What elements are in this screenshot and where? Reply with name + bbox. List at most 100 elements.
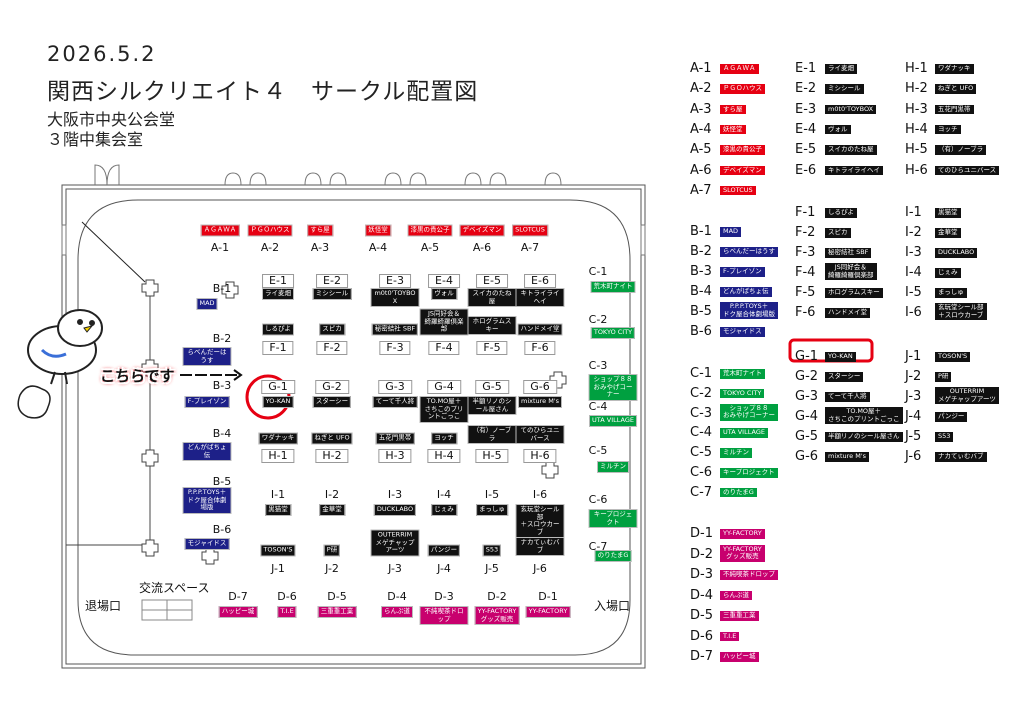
booth-label[interactable]: D-1 <box>538 590 558 603</box>
booth-label[interactable]: C-5 <box>588 444 608 457</box>
booth-label[interactable]: J-4 <box>437 562 451 575</box>
booth-circle-name[interactable]: YY-FACTORY <box>525 606 571 618</box>
booth-circle-name[interactable]: S53 <box>482 544 502 556</box>
booth-circle-name[interactable]: らんぷ道 <box>381 606 413 618</box>
booth-circle-name[interactable]: mixture M's <box>517 396 563 408</box>
booth-circle-name[interactable]: スイカのたね屋 <box>467 288 517 307</box>
booth-circle-name[interactable]: じぇみ <box>431 504 457 516</box>
booth-label[interactable]: H-2 <box>315 449 349 463</box>
booth-label[interactable]: I-1 <box>270 488 286 501</box>
booth-circle-name[interactable]: ヨッチ <box>431 432 457 444</box>
booth-label[interactable]: C-2 <box>588 313 608 326</box>
booth-label[interactable]: D-3 <box>434 590 454 603</box>
booth-label[interactable]: I-5 <box>484 488 500 501</box>
booth-label[interactable]: E-1 <box>262 274 294 288</box>
booth-circle-name[interactable]: 秘密結社 SBF <box>371 323 419 335</box>
booth-circle-name[interactable]: 荒木町ナイト <box>590 281 636 293</box>
booth-label[interactable]: D-2 <box>487 590 507 603</box>
booth-circle-name[interactable]: ハッピー城 <box>218 606 258 618</box>
booth-label[interactable]: C-4 <box>588 400 608 413</box>
booth-circle-name[interactable]: どんがばちょ伝 <box>182 442 232 461</box>
booth-label[interactable]: J-6 <box>533 562 547 575</box>
booth-label[interactable]: A-2 <box>260 241 280 254</box>
booth-circle-name[interactable]: ねぎと UFO <box>311 432 353 444</box>
booth-circle-name[interactable]: 黒猫堂 <box>265 504 291 516</box>
booth-label[interactable]: F-6 <box>524 341 556 355</box>
booth-label[interactable]: B-3 <box>212 379 232 392</box>
booth-circle-name[interactable]: ミシシール <box>312 288 352 300</box>
booth-label[interactable]: G-3 <box>378 380 412 394</box>
booth-label[interactable]: B-2 <box>212 332 232 345</box>
booth-label[interactable]: J-5 <box>485 562 499 575</box>
booth-label[interactable]: I-2 <box>324 488 340 501</box>
booth-circle-name[interactable]: m0t0'TOYBOX <box>370 288 420 307</box>
booth-label[interactable]: D-4 <box>387 590 407 603</box>
booth-label[interactable]: E-3 <box>379 274 411 288</box>
booth-circle-name[interactable]: ナカてぃむバブ <box>515 537 565 556</box>
booth-circle-name[interactable]: ワダナッキ <box>258 432 298 444</box>
booth-circle-name[interactable]: OUTERRIM メゲチャップアーツ <box>370 529 420 556</box>
booth-circle-name[interactable]: TO.MO屋＋ さちこのプリントごっこ <box>419 396 469 423</box>
booth-label[interactable]: H-5 <box>475 449 509 463</box>
booth-circle-name[interactable]: TOSON'S <box>260 544 296 556</box>
booth-circle-name[interactable]: F-プレイゾン <box>184 396 230 408</box>
booth-label[interactable]: E-5 <box>476 274 508 288</box>
booth-circle-name[interactable]: キープロジェクト <box>588 509 638 528</box>
booth-label[interactable]: J-2 <box>325 562 339 575</box>
booth-label[interactable]: C-6 <box>588 493 608 506</box>
booth-label[interactable]: F-1 <box>262 341 294 355</box>
booth-label[interactable]: D-7 <box>228 590 248 603</box>
booth-label[interactable]: H-6 <box>523 449 557 463</box>
booth-circle-name[interactable]: モジャイドス <box>184 538 230 550</box>
booth-circle-name[interactable]: ＰＧＯハウス <box>247 224 293 236</box>
booth-label[interactable]: C-7 <box>588 540 608 553</box>
booth-label[interactable]: A-7 <box>520 241 540 254</box>
booth-circle-name[interactable]: ホログラムスキー <box>467 316 517 335</box>
booth-circle-name[interactable]: ハンドメイ堂 <box>517 323 563 335</box>
booth-label[interactable]: E-6 <box>524 274 556 288</box>
booth-label[interactable]: A-3 <box>310 241 330 254</box>
booth-circle-name[interactable]: 玄玩堂シール部 ＋スロウカーブ <box>515 504 565 538</box>
booth-label[interactable]: B-4 <box>212 427 232 440</box>
booth-label[interactable]: A-6 <box>472 241 492 254</box>
booth-label[interactable]: B-5 <box>212 475 232 488</box>
booth-label[interactable]: F-5 <box>476 341 508 355</box>
booth-circle-name[interactable]: しるぴよ <box>262 323 294 335</box>
booth-circle-name[interactable]: P研 <box>323 544 341 556</box>
booth-circle-name[interactable]: 五花門黒帯 <box>375 432 415 444</box>
booth-circle-name[interactable]: パンジー <box>427 544 461 556</box>
booth-circle-name[interactable]: 漆黒の貴公子 <box>407 224 453 236</box>
booth-circle-name[interactable]: デベイズマン <box>459 224 505 236</box>
booth-circle-name[interactable]: ヴォル <box>431 288 457 300</box>
booth-label[interactable]: J-3 <box>388 562 402 575</box>
booth-circle-name[interactable]: てーて千人將 <box>372 396 418 408</box>
booth-label[interactable]: H-3 <box>378 449 412 463</box>
booth-circle-name[interactable]: DUCKLABO <box>373 504 417 516</box>
booth-circle-name[interactable]: JS同好会＆ 綺羅綺羅倶楽部 <box>419 308 469 335</box>
booth-label[interactable]: G-1 <box>261 380 295 394</box>
booth-label[interactable]: I-3 <box>387 488 403 501</box>
booth-label[interactable]: H-4 <box>427 449 461 463</box>
booth-circle-name[interactable]: ＡＧＡＷＡ <box>200 224 240 236</box>
booth-label[interactable]: B-6 <box>212 523 232 536</box>
booth-label[interactable]: G-4 <box>427 380 461 394</box>
booth-circle-name[interactable]: スターシー <box>312 396 352 408</box>
booth-label[interactable]: H-1 <box>261 449 295 463</box>
booth-circle-name[interactable]: ショップ８８ おみやげコーナー <box>588 374 638 401</box>
booth-circle-name[interactable]: スピカ <box>319 323 345 335</box>
booth-label[interactable]: D-6 <box>277 590 297 603</box>
booth-circle-name[interactable]: ライ麦畑 <box>262 288 294 300</box>
booth-label[interactable]: G-5 <box>475 380 509 394</box>
booth-label[interactable]: B-1 <box>212 282 232 295</box>
booth-circle-name[interactable]: キトライライヘイ <box>515 288 565 307</box>
booth-circle-name[interactable]: らべんだーはうす <box>182 347 232 366</box>
booth-circle-name[interactable]: TOKYO CITY <box>590 327 636 339</box>
booth-circle-name[interactable]: MAD <box>196 298 218 310</box>
booth-circle-name[interactable]: T.I.E <box>277 606 297 618</box>
booth-label[interactable]: D-5 <box>327 590 347 603</box>
booth-circle-name[interactable]: 不純喫茶ドロップ <box>419 606 469 625</box>
booth-label[interactable]: A-4 <box>368 241 388 254</box>
booth-label[interactable]: I-6 <box>532 488 548 501</box>
booth-circle-name[interactable]: ミルチン <box>597 461 629 473</box>
booth-label[interactable]: G-2 <box>315 380 349 394</box>
